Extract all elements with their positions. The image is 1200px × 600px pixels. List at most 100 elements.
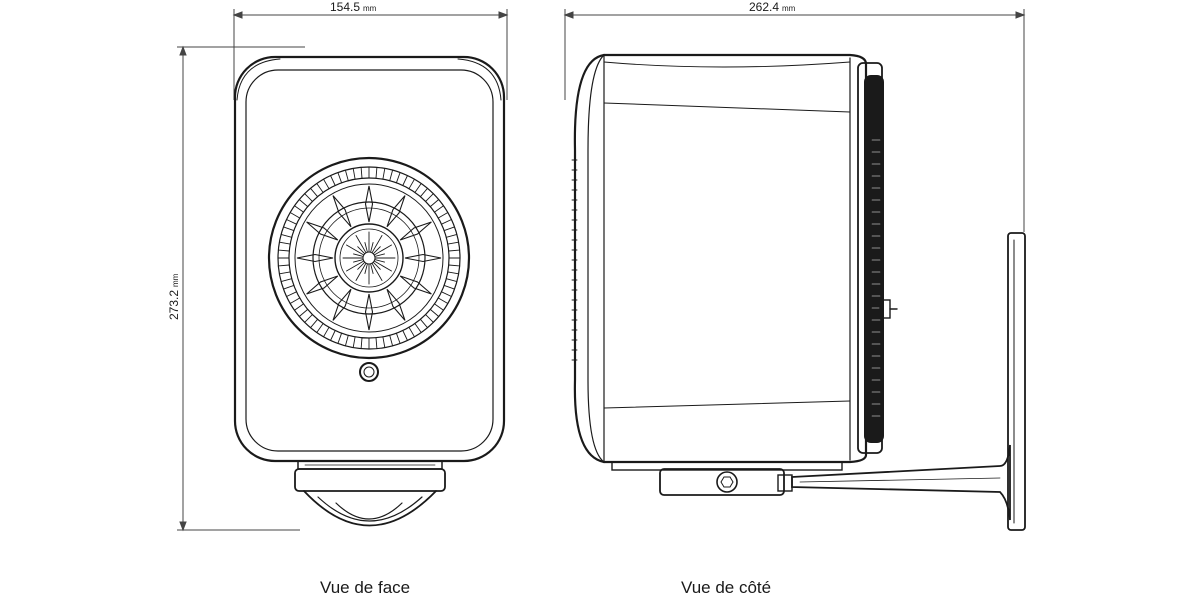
uni-q-driver: [267, 156, 471, 360]
surround-rib: [414, 183, 422, 193]
tweeter-spoke: [346, 260, 365, 272]
surround-rib: [294, 205, 304, 213]
surround-rib: [280, 278, 293, 283]
tweeter-spoke: [373, 244, 392, 256]
waveguide-fin: [306, 275, 339, 295]
tweeter-spoke: [372, 246, 381, 255]
surround-rib: [316, 183, 324, 193]
surround-rib: [337, 332, 343, 344]
waveguide-fin: [332, 195, 352, 228]
surround-rib: [283, 284, 295, 290]
surround-rib: [375, 166, 378, 179]
surround-rib: [434, 205, 444, 213]
surround-rib: [434, 303, 444, 311]
surround-rib: [441, 219, 452, 225]
tweeter-spoke: [370, 263, 374, 274]
surround-rib: [286, 291, 297, 297]
surround-rib: [389, 334, 394, 347]
surround-rib: [298, 199, 309, 208]
surround-rib: [278, 241, 291, 245]
surround-rib: [443, 284, 455, 290]
surround-rib: [280, 233, 293, 238]
surround-rib: [425, 314, 434, 323]
front-view-caption: Vue de face: [320, 578, 411, 597]
waveguide-fin: [364, 293, 374, 331]
surround-rib: [375, 337, 378, 350]
surround-rib: [395, 332, 401, 344]
surround-rib: [448, 264, 461, 267]
surround-rib: [437, 297, 449, 304]
surround-rib: [330, 175, 336, 186]
surround-rib: [278, 271, 291, 275]
front-cabinet-outer: [233, 55, 506, 463]
status-led: [359, 362, 379, 382]
tweeter-spoke: [364, 242, 368, 253]
tweeter-spoke: [371, 235, 383, 254]
surround-rib: [337, 172, 343, 184]
waveguide-fin: [332, 288, 352, 321]
surround-rib: [419, 318, 428, 329]
waveguide-fin: [386, 288, 406, 321]
surround-rib: [448, 249, 461, 252]
height-unit: mm: [171, 273, 180, 287]
front-mount: [294, 460, 446, 527]
side-view-caption: Vue de côté: [681, 578, 772, 597]
side-wall-plate: [1007, 232, 1026, 531]
width-dimension: [232, 9, 509, 100]
tweeter-spoke: [374, 253, 385, 257]
tweeter-spoke: [364, 263, 368, 274]
surround-rib: [289, 297, 301, 304]
surround-rib: [408, 326, 415, 338]
surround-rib: [304, 193, 313, 202]
waveguide-fin: [306, 221, 339, 241]
side-view: [571, 53, 1026, 531]
tweeter-spoke: [374, 259, 385, 263]
tweeter-spoke: [372, 261, 381, 270]
surround-rib: [382, 336, 386, 349]
surround-rib: [323, 326, 330, 338]
tweeter-spoke: [373, 260, 392, 272]
side-bracket: [659, 444, 1011, 521]
surround-rib: [419, 187, 428, 198]
surround-rib: [289, 212, 301, 219]
depth-value: 262.4: [749, 0, 779, 14]
surround-rib: [441, 291, 452, 297]
front-cabinet-inner: [245, 69, 494, 452]
surround-rib: [402, 330, 408, 341]
waveguide-fin: [364, 185, 374, 223]
surround-rib: [447, 241, 460, 245]
surround-rib: [330, 330, 336, 341]
tweeter-spoke: [355, 262, 367, 281]
width-unit: mm: [363, 4, 377, 13]
surround-rib: [429, 308, 440, 317]
tweeter-spoke: [346, 244, 365, 256]
surround-rib: [447, 271, 460, 275]
surround-rib: [344, 169, 349, 182]
waveguide-fin: [399, 221, 432, 241]
surround-rib: [323, 178, 330, 190]
depth-dimension: [563, 9, 1026, 232]
surround-rib: [425, 193, 434, 202]
height-value: 273.2: [167, 290, 181, 320]
height-dimension: [177, 45, 305, 532]
surround-rib: [389, 169, 394, 182]
surround-rib: [344, 334, 349, 347]
side-rear-panel: [573, 53, 606, 464]
tweeter-spoke: [353, 253, 364, 257]
surround-rib: [429, 199, 440, 208]
tweeter-spoke: [371, 262, 383, 281]
surround-rib: [294, 303, 304, 311]
surround-rib: [408, 178, 415, 190]
surround-rib: [352, 336, 356, 349]
tweeter-spoke: [355, 235, 367, 254]
surround-rib: [310, 187, 319, 198]
surround-rib: [414, 323, 422, 333]
surround-rib: [298, 308, 309, 317]
front-view: [233, 55, 506, 527]
depth-unit: mm: [782, 4, 796, 13]
waveguide-fin: [404, 253, 442, 263]
surround-rib: [277, 264, 290, 267]
waveguide-fin: [386, 195, 406, 228]
tweeter-spoke: [357, 246, 366, 255]
